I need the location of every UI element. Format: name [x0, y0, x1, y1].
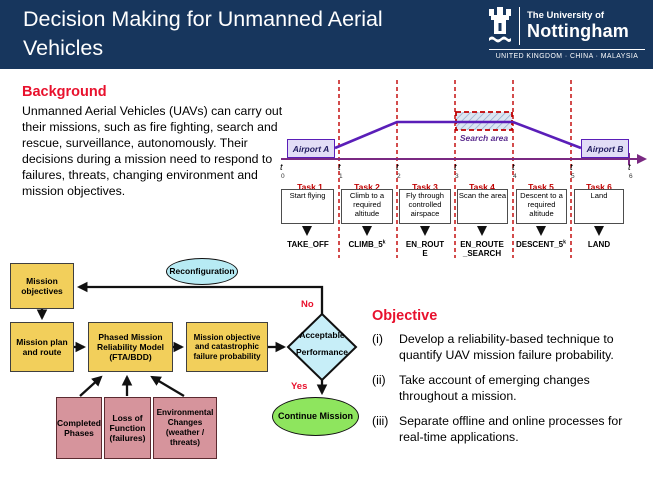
task-5-box: Descent to a required altitude [516, 189, 567, 224]
objective-heading: Objective [372, 308, 438, 324]
task-6-box: Land [574, 189, 624, 224]
task-5-name: Task 5 [528, 182, 554, 192]
task-6-name: Task 6 [586, 182, 612, 192]
no-branch-label: No [301, 299, 314, 310]
phase-take-off: TAKE_OFF [287, 240, 329, 249]
phase-en-route-search: EN_ROUTE _SEARCH [460, 240, 504, 259]
objective-item-3-text: Separate offline and online processes fo… [399, 413, 623, 444]
search-area-label: Search area [459, 133, 509, 143]
task-1-box: Start flying [281, 189, 334, 224]
task-2-name: Task 2 [354, 182, 380, 192]
logo-nottingham: Nottingham [527, 20, 629, 41]
environmental-changes-box: Environmental Changes (weather / threats… [153, 397, 217, 459]
time-axis [281, 153, 638, 165]
castle-icon [489, 7, 511, 43]
logo-divider [519, 7, 520, 45]
background-paragraph: Unmanned Aerial Vehicles (UAVs) can carr… [22, 104, 283, 198]
airport-a-box: Airport A [287, 139, 335, 158]
airport-b-box: Airport B [581, 139, 629, 158]
objective-item-2: (ii) Take account of emerging changes th… [372, 373, 648, 405]
loss-of-function-box: Loss of Function (failures) [104, 397, 151, 459]
university-logo: The University of Nottingham UNITED KING… [487, 7, 647, 60]
objective-item-2-marker: (ii) [372, 372, 386, 387]
objective-item-1-text: Develop a reliability-based technique to… [399, 332, 614, 362]
task-3-box: Fly through controlled airspace [399, 189, 451, 224]
flowchart-graphics [36, 281, 358, 397]
flowchart-arrows [36, 281, 328, 397]
continue-mission-ellipse: Continue Mission [272, 397, 359, 436]
objective-item-3-marker: (iii) [372, 413, 389, 428]
acceptable-performance-label: Acceptable Performance [296, 330, 348, 357]
task-4-box: Scan the area [457, 189, 508, 224]
objective-item-1-marker: (i) [372, 332, 383, 346]
phase-climb: CLIMB_5k [348, 239, 386, 249]
task-2-box: Climb to a required altitude [341, 189, 393, 224]
logo-text: The University of Nottingham [527, 10, 629, 41]
time-axis-arrowhead [637, 154, 647, 164]
yes-branch-label: Yes [291, 381, 308, 392]
objective-item-3: (iii) Separate offline and online proces… [372, 414, 648, 446]
task-3-name: Task 3 [412, 182, 438, 192]
mission-plan-box: Mission plan and route [10, 322, 74, 372]
logo-countries: UNITED KINGDOM · CHINA · MALAYSIA [495, 53, 639, 60]
decision-flowchart: Mission objectives Reconfiguration Missi… [0, 255, 366, 489]
phase-descent: DESCENT_5k [515, 239, 566, 249]
flight-path-line [334, 120, 582, 150]
objective-section: Objective (i) Develop a reliability-base… [372, 308, 648, 455]
phase-boundary-lines [338, 80, 572, 258]
logo-university-of: The University of [527, 10, 605, 22]
decision-diamond [286, 312, 358, 382]
completed-phases-box: Completed Phases [56, 397, 102, 459]
objective-item-1: (i) Develop a reliability-based techniqu… [372, 332, 648, 364]
mission-objective-probability-box: Mission objective and catastrophic failu… [186, 322, 268, 372]
background-heading: Background [22, 84, 107, 100]
phase-en-route: EN_ROUT E [405, 240, 445, 259]
logo-rule [489, 49, 645, 50]
timeline-graphics [281, 80, 647, 258]
task-4-name: Task 4 [469, 182, 495, 192]
phase-land: LAND [587, 240, 611, 249]
task-1-name: Task 1 [297, 182, 323, 192]
reconfiguration-ellipse: Reconfiguration [166, 258, 238, 285]
objective-item-2-text: Take account of emerging changes through… [399, 372, 590, 403]
phased-mission-model-box: Phased Mission Reliability Model (FTA/BD… [88, 322, 173, 372]
logo-row: The University of Nottingham [487, 7, 647, 45]
page-title: Decision Making for Unmanned Aerial Vehi… [23, 7, 383, 60]
header-bar: Decision Making for Unmanned Aerial Vehi… [0, 0, 653, 69]
task-phase-arrows [302, 226, 604, 236]
mission-objectives-box: Mission objectives [10, 263, 74, 309]
